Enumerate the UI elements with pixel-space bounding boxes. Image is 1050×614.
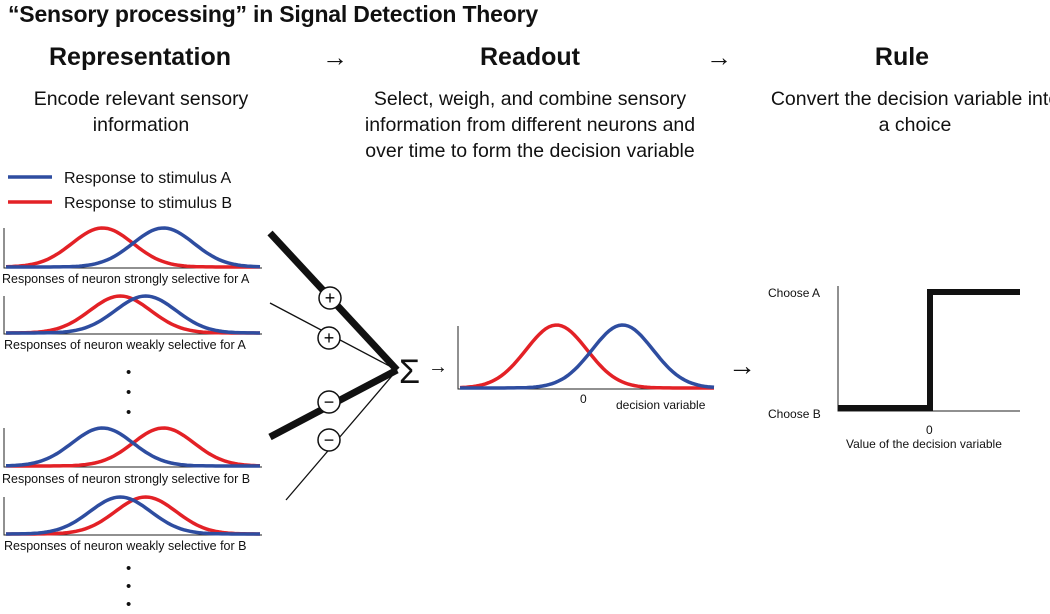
svg-text:+: + [324, 328, 335, 348]
ellipsis-dot: • [126, 384, 132, 401]
neuron-4-curve-b [6, 495, 260, 536]
main-title: “Sensory processing” in Signal Detection… [8, 1, 538, 27]
neuron-3-curve-a [6, 426, 260, 468]
decision-zero-label: 0 [580, 392, 587, 406]
representation-heading: Representation [49, 43, 231, 71]
choose-b-label: Choose B [768, 407, 821, 421]
neuron-2-curve-a [6, 294, 260, 335]
ellipsis-dot: • [126, 404, 132, 421]
ellipsis-dot: • [126, 596, 132, 613]
svg-text:+: + [325, 288, 336, 308]
neuron-caption-2: Responses of neuron weakly selective for… [4, 338, 246, 352]
decision-curves [459, 323, 715, 390]
rule-description: Convert the decision variable into a cho… [770, 88, 1050, 136]
weight-sign-plus-strong: + [318, 286, 342, 310]
neuron-1-curve-a [6, 226, 261, 269]
sum-symbol: Σ [399, 353, 421, 391]
readout-arrow: → [428, 356, 448, 378]
stage-arrow-1: → [322, 42, 348, 72]
decision-curve-a [460, 323, 715, 390]
neuron-caption-1: Responses of neuron strongly selective f… [2, 272, 250, 286]
weight-sign-plus-weak: + [317, 326, 341, 350]
neuron-4-curve-a [6, 495, 260, 536]
neuron-axes-4 [3, 497, 262, 536]
rule-axis-label: Value of the decision variable [846, 437, 1002, 451]
rule-zero-label: 0 [926, 423, 933, 437]
decision-curve-b [459, 323, 714, 390]
neuron-caption-3: Responses of neuron strongly selective f… [2, 472, 251, 486]
rule-step-function [838, 289, 1020, 411]
ellipsis-lower: • • • [126, 560, 131, 614]
legend-label-a: Response to stimulus A [64, 170, 232, 187]
ellipsis-dot: • [126, 578, 132, 595]
rule-heading: Rule [874, 43, 930, 71]
choose-a-label: Choose A [768, 286, 821, 300]
neuron-2-curve-b [6, 294, 260, 335]
neuron-curves [5, 226, 261, 536]
svg-text:−: − [324, 430, 335, 450]
decision-axes [457, 326, 714, 390]
neuron-axes-1 [3, 228, 262, 269]
weight-line-weak-b [285, 369, 398, 501]
ellipsis-dot: • [126, 560, 132, 577]
rule-arrow: → [728, 350, 756, 381]
neuron-axes-3 [3, 428, 262, 468]
decision-axis-label: decision variable [616, 398, 706, 412]
readout-description: Select, weigh, and combine sensory infor… [364, 88, 696, 162]
legend-label-b: Response to stimulus B [64, 195, 233, 212]
weight-sign-minus-weak: − [317, 428, 341, 452]
ellipsis-upper: • • • [126, 363, 131, 423]
readout-heading: Readout [480, 43, 580, 71]
neuron-caption-4: Responses of neuron weakly selective for… [4, 539, 247, 553]
weight-sign-minus-strong: − [317, 390, 341, 414]
neuron-axes-2 [3, 296, 262, 335]
svg-text:−: − [324, 392, 335, 412]
representation-description: Encode relevant sensory information [33, 88, 249, 136]
ellipsis-dot: • [126, 364, 132, 381]
stage-arrow-2: → [706, 42, 732, 72]
